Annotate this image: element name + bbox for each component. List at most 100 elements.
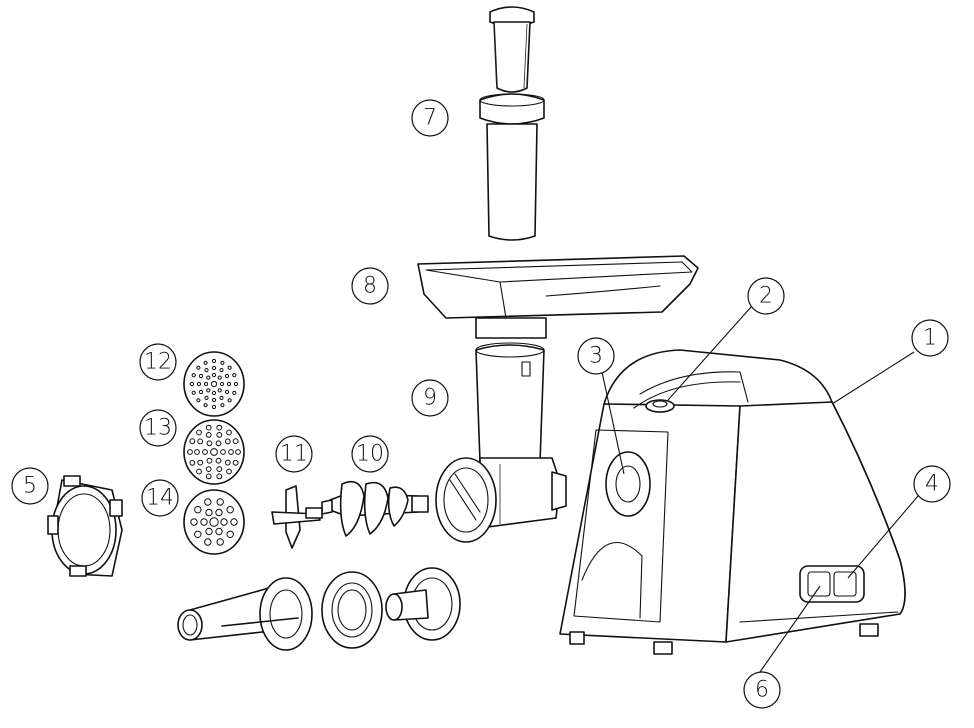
plate-hole bbox=[233, 381, 239, 387]
plate-hole bbox=[228, 449, 234, 455]
svg-text:5: 5 bbox=[23, 474, 37, 499]
callout-8: 8 bbox=[351, 267, 389, 305]
plate-hole bbox=[206, 388, 211, 393]
plate-hole bbox=[190, 518, 198, 526]
svg-text:1: 1 bbox=[923, 326, 937, 351]
plate-hole bbox=[204, 538, 212, 546]
plate-hole bbox=[197, 438, 204, 445]
plate-hole bbox=[215, 457, 222, 464]
plate-hole bbox=[206, 375, 211, 380]
plate-hole bbox=[191, 373, 196, 378]
callout-4: 4 bbox=[913, 465, 951, 503]
plate-hole bbox=[203, 381, 209, 387]
plate-hole bbox=[220, 360, 225, 365]
plate-hole bbox=[220, 518, 228, 526]
callout-6: 6 bbox=[743, 671, 781, 709]
plate-hole bbox=[220, 403, 225, 408]
sausage-tube bbox=[177, 577, 313, 651]
plate-hole bbox=[196, 468, 202, 475]
svg-text:14: 14 bbox=[146, 486, 174, 511]
plate-hole bbox=[216, 498, 224, 506]
plate-hole bbox=[216, 466, 223, 473]
svg-text:7: 7 bbox=[423, 106, 437, 131]
svg-text:9: 9 bbox=[423, 386, 437, 411]
svg-text:6: 6 bbox=[755, 678, 769, 703]
plate-hole bbox=[187, 449, 193, 455]
plate-hole bbox=[211, 358, 217, 364]
svg-text:3: 3 bbox=[589, 344, 603, 369]
leader-lines bbox=[601, 305, 919, 673]
plate-hole bbox=[224, 389, 230, 395]
callout-3: 3 bbox=[577, 337, 615, 375]
spacer-ring bbox=[321, 571, 383, 649]
plate-hole bbox=[202, 449, 208, 455]
plate-hole bbox=[194, 449, 200, 455]
callout-12: 12 bbox=[139, 343, 177, 381]
callout-11: 11 bbox=[275, 435, 313, 473]
plate-hole bbox=[205, 424, 212, 431]
plate-hole bbox=[191, 390, 196, 395]
plate-hole bbox=[198, 389, 204, 395]
plate-hole bbox=[196, 365, 201, 370]
plate-hole bbox=[219, 395, 224, 400]
callout-13: 13 bbox=[139, 409, 177, 447]
callout-5: 5 bbox=[11, 467, 49, 505]
svg-text:12: 12 bbox=[144, 350, 172, 375]
plate-hole bbox=[215, 440, 222, 447]
plate-hole bbox=[232, 390, 237, 395]
plate-hole bbox=[216, 538, 224, 546]
plate-hole bbox=[226, 506, 234, 514]
plate-hole bbox=[194, 530, 202, 538]
plate-hole bbox=[206, 440, 213, 447]
plate-coarse bbox=[183, 489, 245, 555]
callout-7: 7 bbox=[411, 99, 449, 137]
motor-body bbox=[559, 349, 906, 655]
plate-hole bbox=[232, 438, 239, 445]
tray bbox=[417, 255, 699, 339]
plate-hole bbox=[217, 375, 222, 380]
callout-9: 9 bbox=[411, 379, 449, 417]
plate-hole bbox=[200, 518, 208, 526]
plate-hole bbox=[216, 432, 223, 438]
plate-hole bbox=[232, 373, 237, 378]
plate-hole bbox=[204, 395, 209, 400]
plate-hole bbox=[235, 449, 241, 455]
plate-hole bbox=[219, 381, 225, 387]
plate-hole bbox=[197, 459, 204, 466]
plate-hole bbox=[227, 398, 232, 403]
plate-hole bbox=[196, 429, 202, 436]
plate-hole bbox=[189, 459, 196, 466]
plate-center-hole bbox=[210, 448, 218, 456]
svg-text:4: 4 bbox=[925, 472, 939, 497]
plate-hole bbox=[217, 388, 222, 393]
plate-hole bbox=[204, 368, 209, 373]
plate-hole bbox=[206, 457, 213, 464]
plate-hole bbox=[205, 508, 213, 517]
plate-hole bbox=[220, 449, 226, 455]
callout-1: 1 bbox=[911, 319, 949, 357]
plate-hole bbox=[211, 365, 217, 371]
svg-text:8: 8 bbox=[363, 274, 377, 299]
plate-hole bbox=[216, 473, 223, 480]
callout-14: 14 bbox=[141, 479, 179, 517]
callouts: 1 2 3 4 5 6 7 8 bbox=[11, 99, 951, 709]
plate-hole bbox=[211, 404, 217, 410]
plate-hole bbox=[203, 403, 208, 408]
plate-hole bbox=[203, 360, 208, 365]
plate-hole bbox=[205, 466, 212, 473]
auger bbox=[321, 480, 429, 537]
plate-hole bbox=[205, 432, 212, 438]
plate-hole bbox=[189, 381, 195, 387]
callout-2: 2 bbox=[747, 277, 785, 315]
plate-hole bbox=[189, 438, 196, 445]
plates bbox=[183, 351, 245, 555]
plate-hole bbox=[205, 527, 213, 536]
plate-hole bbox=[216, 424, 223, 431]
plate-hole bbox=[224, 438, 231, 445]
plate-hole bbox=[194, 506, 202, 514]
plate-hole bbox=[205, 473, 212, 480]
plate-hole bbox=[198, 373, 204, 379]
ring-nut bbox=[47, 475, 123, 577]
plate-hole bbox=[232, 459, 239, 466]
